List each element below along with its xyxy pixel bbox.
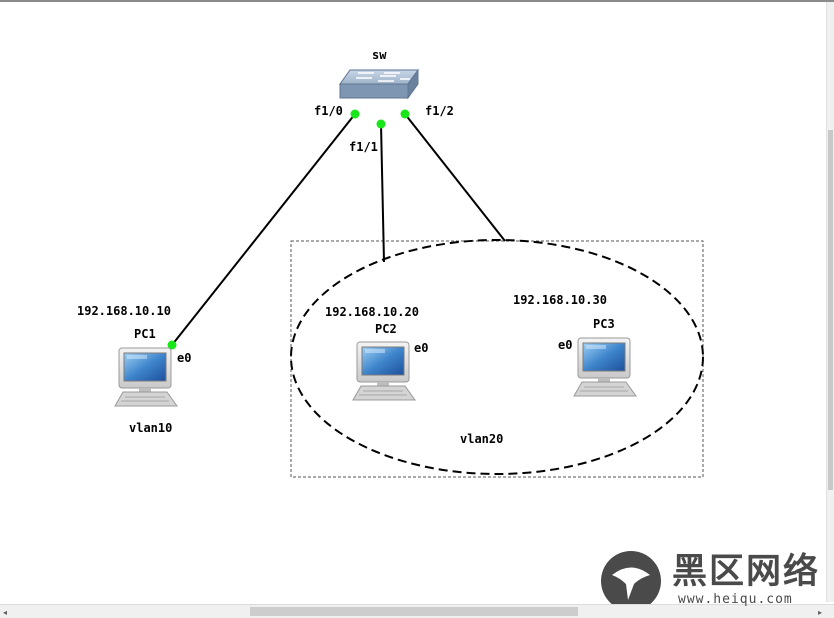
port-label-f1-2: f1/2 — [425, 104, 454, 118]
pc1-iface-label: e0 — [177, 351, 192, 365]
pc3-iface-label: e0 — [558, 338, 573, 352]
desktop-computer-icon[interactable] — [114, 347, 178, 407]
watermark-text: 黑区网络 — [672, 552, 821, 592]
pc1-ip-label: 192.168.10.10 — [77, 304, 171, 318]
link-sw-pc1[interactable] — [171, 113, 356, 346]
port-label-f1-1: f1/1 — [349, 140, 378, 154]
pc2-ip-label: 192.168.10.20 — [325, 305, 419, 319]
port-dot-f1-1[interactable] — [376, 119, 386, 129]
watermark-logo-icon — [601, 551, 661, 611]
port-dot-pc1-e0[interactable] — [167, 340, 177, 350]
port-label-f1-0: f1/0 — [314, 104, 343, 118]
pc1-name-label: PC1 — [134, 327, 156, 341]
watermark-url: www.heiqu.com — [678, 592, 793, 607]
pc2-name-label: PC2 — [375, 322, 397, 336]
vlan20-ellipse[interactable] — [290, 239, 704, 475]
desktop-computer-icon[interactable] — [352, 341, 416, 401]
horizontal-scrollbar-thumb[interactable] — [250, 607, 578, 616]
desktop-computer-icon[interactable] — [573, 337, 637, 397]
pc2-iface-label: e0 — [414, 341, 429, 355]
pc3-ip-label: 192.168.10.30 — [513, 293, 607, 307]
link-sw-pc3[interactable] — [404, 113, 506, 242]
vlan10-label: vlan10 — [129, 421, 173, 435]
vlan20-label: vlan20 — [460, 432, 504, 446]
network-switch-icon[interactable] — [339, 68, 419, 100]
window-top-border — [0, 0, 834, 2]
port-dot-f1-0[interactable] — [350, 109, 360, 119]
switch-label: sw — [372, 48, 387, 62]
vertical-scrollbar-thumb[interactable] — [828, 130, 833, 490]
link-sw-pc2[interactable] — [380, 123, 385, 263]
port-dot-f1-2[interactable] — [400, 109, 410, 119]
scroll-left-icon[interactable]: ◂ — [3, 608, 8, 617]
scroll-right-icon[interactable]: ▸ — [818, 608, 823, 617]
pc3-name-label: PC3 — [593, 317, 615, 331]
